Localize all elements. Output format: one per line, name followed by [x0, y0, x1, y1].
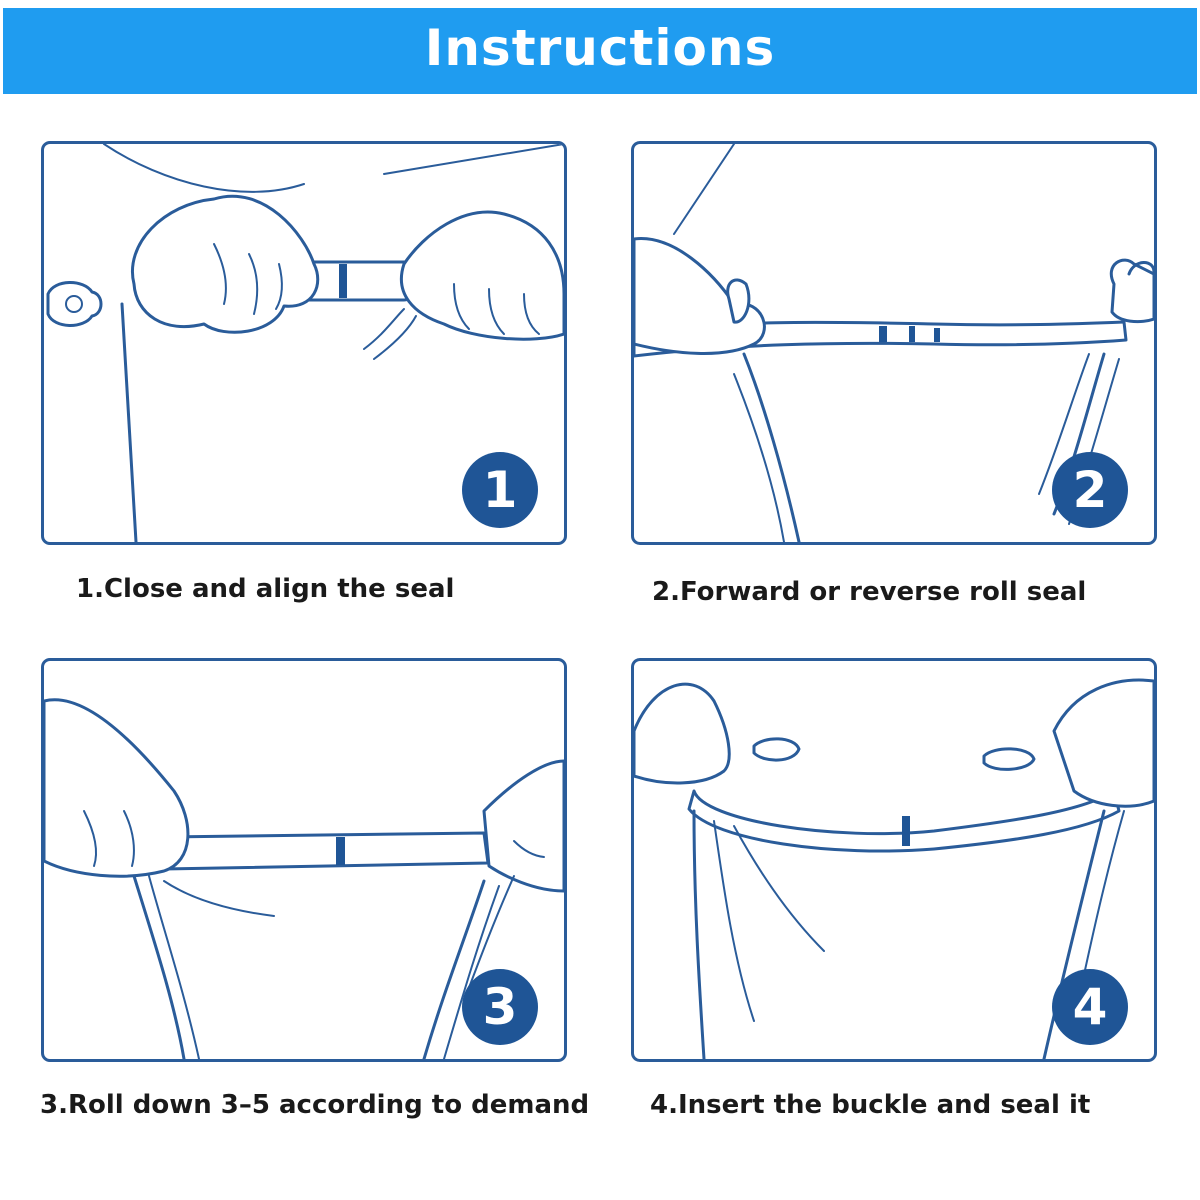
- step-2-badge: 2: [1052, 452, 1128, 528]
- step-3-badge: 3: [462, 969, 538, 1045]
- step-2-illustration: 2: [631, 141, 1157, 545]
- step-4-illustration: 4: [631, 658, 1157, 1062]
- step-1-illustration: 1: [41, 141, 567, 545]
- step-3-illustration: 3: [41, 658, 567, 1062]
- step-2-caption: 2.Forward or reverse roll seal: [652, 577, 1087, 607]
- page-title: Instructions: [424, 19, 776, 77]
- step-3-drawing: [44, 698, 564, 1059]
- step-4-drawing: [634, 678, 1154, 1059]
- step-1-caption: 1.Close and align the seal: [76, 574, 455, 604]
- step-1-badge: 1: [462, 452, 538, 528]
- step-3-caption: 3.Roll down 3–5 according to demand: [40, 1090, 590, 1120]
- step-1-drawing: [46, 144, 564, 542]
- step-4-badge: 4: [1052, 969, 1128, 1045]
- instructions-banner: Instructions: [3, 8, 1197, 94]
- step-4-caption: 4.Insert the buckle and seal it: [650, 1090, 1091, 1120]
